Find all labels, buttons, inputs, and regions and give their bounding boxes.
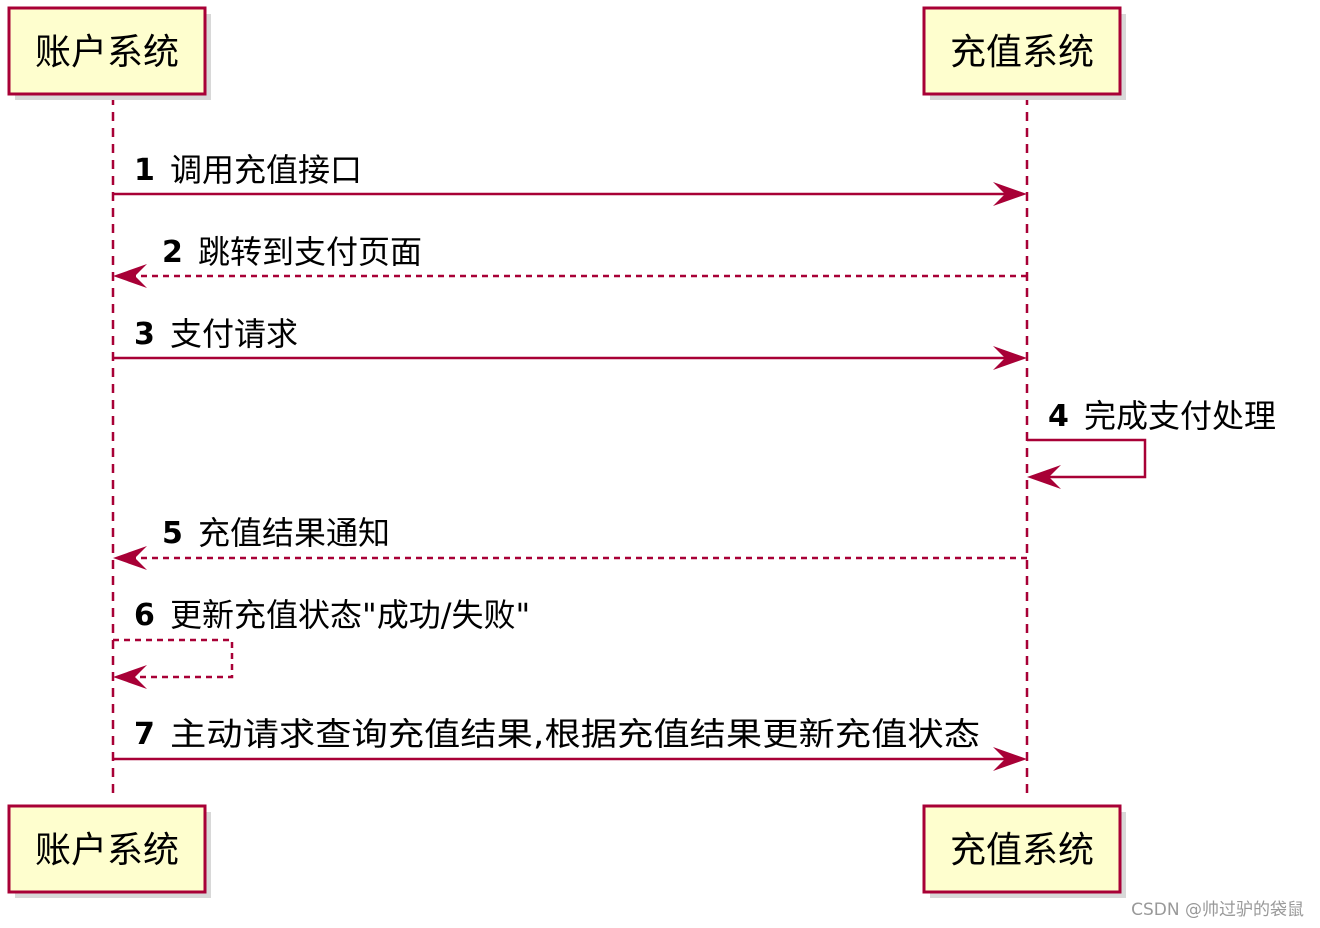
message-1-label: 调用充值接口 [170,151,362,189]
message-4-arrowhead [1027,465,1061,489]
message-3-label: 支付请求 [170,315,298,353]
message-6-label: 更新充值状态"成功/失败" [170,596,530,634]
message-2-number: 2 [162,235,183,270]
message-2-arrowhead [113,264,147,288]
message-7-arrowhead [993,747,1027,771]
message-6-line [113,638,234,679]
message-2: 2 跳转到支付页面 [113,233,1027,288]
message-3: 3 支付请求 [113,315,1027,370]
participant-account-bottom-label: 账户系统 [35,830,179,871]
message-7-label: 主动请求查询充值结果,根据充值结果更新充值状态 [170,715,980,753]
message-5: 5 充值结果通知 [113,514,1027,570]
message-4-line [1027,438,1147,479]
message-6-arrowhead [113,665,147,689]
watermark: CSDN @帅过驴的袋鼠 [1131,900,1304,920]
participant-account-top: 账户系统 [7,6,211,100]
message-1: 1 调用充值接口 [113,151,1027,206]
message-4-number: 4 [1048,399,1069,434]
message-6-number: 6 [134,598,155,633]
participant-recharge-bottom-label: 充值系统 [950,830,1094,871]
message-3-number: 3 [134,317,155,352]
message-6: 6 更新充值状态"成功/失败" [113,596,530,689]
message-5-label: 充值结果通知 [198,514,390,552]
message-7: 7 主动请求查询充值结果,根据充值结果更新充值状态 [113,715,1027,771]
message-3-arrowhead [993,346,1027,370]
participant-account-bottom: 账户系统 [7,804,211,898]
message-5-number: 5 [162,516,183,551]
message-2-label: 跳转到支付页面 [198,233,422,271]
participant-recharge-top: 充值系统 [922,6,1126,100]
message-7-number: 7 [134,717,155,752]
participant-recharge-bottom: 充值系统 [922,804,1126,898]
message-1-number: 1 [134,153,155,188]
participant-account-top-label: 账户系统 [35,32,179,73]
message-1-arrowhead [993,182,1027,206]
participant-recharge-top-label: 充值系统 [950,32,1094,73]
message-4-label: 完成支付处理 [1084,397,1276,435]
message-4: 4 完成支付处理 [1027,397,1276,489]
message-5-arrowhead [113,546,147,570]
